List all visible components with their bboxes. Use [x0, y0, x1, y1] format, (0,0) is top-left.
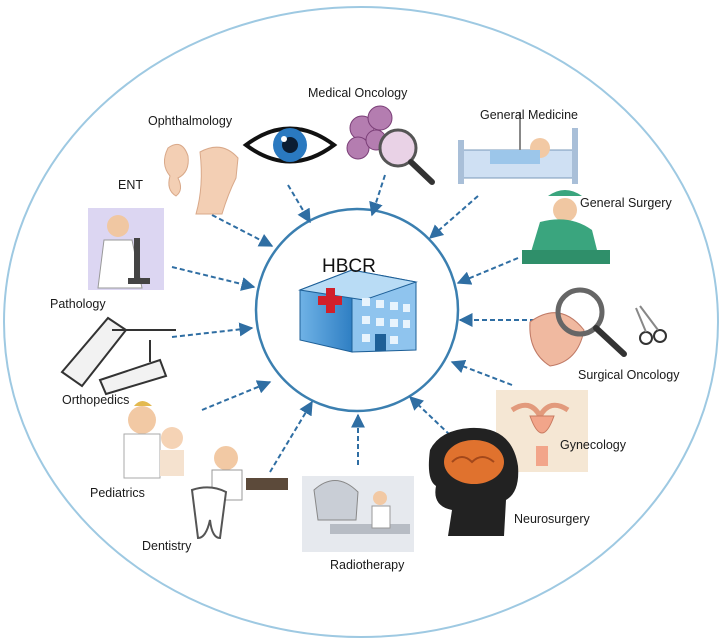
label-general-surgery: General Surgery — [580, 196, 672, 210]
label-general-medicine: General Medicine — [480, 108, 578, 122]
arrow-general-medicine — [428, 195, 479, 239]
label-orthopedics: Orthopedics — [62, 393, 130, 407]
label-dentistry: Dentistry — [142, 539, 192, 553]
arrow-ent — [211, 214, 274, 247]
label-surgical-oncology: Surgical Oncology — [578, 368, 680, 382]
tooth-dentist-icon — [190, 446, 288, 540]
linear-accelerator-icon — [302, 476, 414, 552]
arrow-medical-oncology — [369, 174, 386, 217]
hospital-bed-icon — [458, 112, 578, 184]
arrow-ophthalmology — [287, 184, 311, 224]
arrow-neurosurgery — [408, 396, 451, 436]
label-gynecology: Gynecology — [560, 438, 627, 452]
arrow-pathology — [171, 266, 256, 291]
eye-icon — [242, 126, 338, 164]
cast-limb-icon — [60, 316, 176, 396]
label-pathology: Pathology — [50, 297, 106, 311]
arrow-gynecology — [450, 359, 513, 386]
magnified-cells-icon — [346, 105, 435, 185]
hospital-building-icon — [298, 269, 418, 353]
arrow-dentistry — [269, 400, 313, 473]
ear-nose-throat-icon — [164, 143, 239, 215]
arrow-orthopedics — [171, 322, 254, 338]
outer-ring — [3, 6, 719, 638]
arrow-pediatrics — [201, 380, 272, 411]
arrow-general-surgery — [456, 257, 519, 285]
label-ent: ENT — [118, 178, 143, 192]
label-ophthalmology: Ophthalmology — [148, 114, 233, 128]
label-neurosurgery: Neurosurgery — [514, 512, 590, 526]
breast-tissue-scissors-icon — [529, 287, 667, 367]
brain-head-icon — [428, 427, 519, 536]
microscope-icon — [88, 208, 164, 290]
doctor-baby-icon — [123, 401, 184, 479]
label-radiotherapy: Radiotherapy — [330, 558, 405, 572]
surgeon-icon — [522, 190, 610, 264]
hub-title: HBCR — [322, 256, 376, 277]
connector-arrows — [171, 174, 535, 473]
label-pediatrics: Pediatrics — [90, 486, 145, 500]
label-medical-oncology: Medical Oncology — [308, 86, 408, 100]
